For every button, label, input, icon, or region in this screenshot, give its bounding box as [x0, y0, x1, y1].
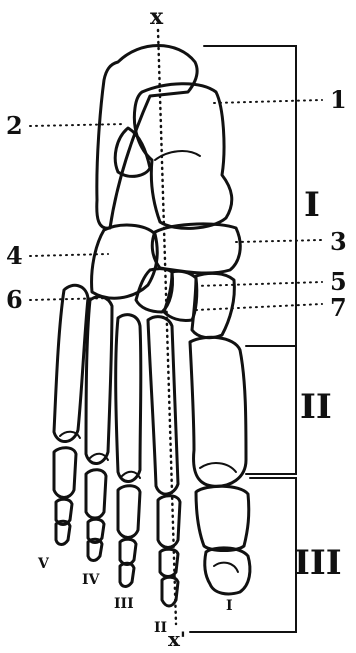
callout-line-1	[214, 100, 322, 103]
toe-label-1: I	[226, 598, 233, 614]
region-label-1: I	[304, 185, 320, 225]
toe-label-4: IV	[82, 572, 101, 588]
metatarsal-2	[148, 317, 178, 494]
toe-1-distal-phalanx	[205, 548, 250, 594]
callout-label-3: 3	[330, 227, 347, 256]
callout-line-7	[196, 304, 322, 310]
callout-line-3	[236, 240, 322, 242]
callout-label-6: 6	[6, 285, 23, 314]
callout-line-2	[30, 124, 124, 126]
axis-label-bottom: x'	[168, 627, 186, 651]
region-label-2: II	[300, 387, 332, 427]
intermediate-cuneiform	[164, 271, 197, 320]
bracket-region-1	[204, 46, 296, 474]
metatarsal-4	[86, 297, 112, 464]
cuboid-bone	[92, 225, 158, 298]
calcaneus-bone	[97, 46, 197, 229]
toe-1-proximal-phalanx	[196, 486, 249, 550]
metatarsal-5	[54, 285, 88, 441]
callout-line-4	[30, 254, 108, 256]
toe-3-middle-phalanx	[120, 539, 136, 564]
toe-label-2: II	[154, 620, 167, 636]
toe-4-proximal-phalanx	[86, 470, 106, 518]
medial-cuneiform	[192, 273, 234, 337]
callout-label-1: 1	[330, 85, 347, 114]
metatarsal-3	[116, 315, 141, 482]
toe-label-5: V	[37, 556, 50, 572]
callout-label-4: 4	[6, 241, 23, 270]
region-label-3: III	[294, 543, 342, 583]
toe-3-distal-phalanx	[120, 563, 134, 586]
talus-bone	[134, 84, 231, 229]
toe-3-proximal-phalanx	[118, 486, 140, 538]
callout-label-7: 7	[330, 293, 347, 322]
axis-label-top: x	[150, 4, 164, 30]
callout-label-2: 2	[6, 111, 23, 140]
metatarsal-bones	[54, 285, 246, 494]
toe-2-proximal-phalanx	[158, 496, 180, 548]
toe-label-3: III	[114, 596, 134, 612]
callout-line-5	[196, 282, 322, 286]
callout-label-5: 5	[330, 267, 347, 296]
callout-line-6	[30, 298, 112, 300]
toe-2-middle-phalanx	[160, 549, 178, 576]
toe-5-proximal-phalanx	[54, 448, 76, 498]
